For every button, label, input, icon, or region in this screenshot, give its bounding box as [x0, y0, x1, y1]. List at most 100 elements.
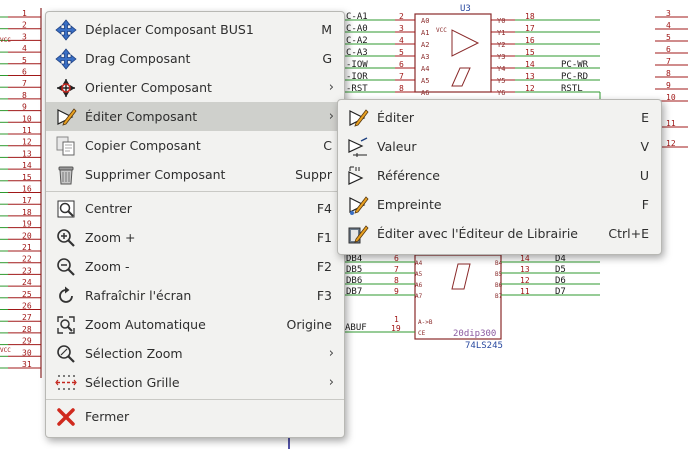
- connector-pin-number: 12: [22, 138, 32, 147]
- net-label: D7: [555, 287, 566, 297]
- menu-item-delete-component[interactable]: Supprimer Composant Suppr: [46, 160, 344, 189]
- close-icon: [55, 406, 77, 428]
- value-icon: [347, 136, 369, 158]
- submenu-arrow-icon: ›: [328, 80, 334, 95]
- menu-separator: [46, 191, 344, 192]
- menu-item-shortcut: F4: [316, 201, 332, 216]
- chip-reference: U3: [460, 4, 471, 14]
- menu-item-shortcut: U: [639, 168, 649, 183]
- chip-pin-number: 4: [399, 36, 404, 45]
- chip-pin-name: A6: [415, 282, 423, 289]
- menu-item-label: Zoom +: [85, 230, 136, 245]
- net-label: D5: [555, 265, 566, 275]
- menu-item-move-component[interactable]: Déplacer Composant BUS1 M: [46, 15, 344, 44]
- menu-item-orient-component[interactable]: Orienter Composant ›: [46, 73, 344, 102]
- menu-item-close[interactable]: Fermer: [46, 402, 344, 431]
- menu-item-label: Éditer: [377, 110, 415, 125]
- chip-pin-number: 7: [399, 72, 404, 81]
- chip-pin-number: 16: [525, 36, 535, 45]
- zoom-fit-icon: [55, 314, 77, 336]
- submenu-item-edit[interactable]: Éditer E: [338, 103, 661, 132]
- connector-pin-number: 5: [22, 56, 27, 65]
- menu-item-drag-component[interactable]: Drag Composant G: [46, 44, 344, 73]
- menu-item-label: Zoom Automatique: [85, 317, 206, 332]
- context-menu: Déplacer Composant BUS1 M Drag Composant…: [45, 11, 345, 438]
- connector-pin-number: 3: [22, 32, 27, 41]
- submenu-item-reference[interactable]: Référence U: [338, 161, 661, 190]
- connector-pin-number: 27: [22, 313, 32, 322]
- chip-pin-number: 14: [525, 60, 535, 69]
- menu-item-zoom-select[interactable]: Sélection Zoom ›: [46, 339, 344, 368]
- net-label-vcc: VCC: [0, 37, 11, 44]
- connector-pin-number: 4: [22, 44, 27, 53]
- menu-item-zoom-auto[interactable]: Zoom Automatique Origine: [46, 310, 344, 339]
- net-label: PC-WR: [561, 60, 589, 70]
- menu-item-label: Valeur: [377, 139, 417, 154]
- chip-pin-name: B6: [495, 282, 503, 289]
- connector-pin-number: 6: [666, 45, 671, 54]
- menu-item-label: Empreinte: [377, 197, 442, 212]
- chip-pin-name: Y5: [497, 77, 505, 85]
- chip-pin-name: Y6: [497, 89, 505, 97]
- chip-pin-name: Y1: [497, 29, 505, 37]
- menu-item-refresh[interactable]: Rafraîchir l'écran F3: [46, 281, 344, 310]
- submenu-item-library-editor[interactable]: Éditer avec l'Éditeur de Librairie Ctrl+…: [338, 219, 661, 248]
- connector-pin-number: 8: [22, 91, 27, 100]
- net-label: C-A1: [346, 12, 368, 22]
- chip-pin-name: B7: [495, 293, 503, 300]
- chip-pin-number: 1: [394, 315, 399, 324]
- menu-item-zoom-out[interactable]: Zoom - F2: [46, 252, 344, 281]
- menu-item-shortcut: F: [641, 197, 649, 212]
- menu-item-copy-component[interactable]: Copier Composant C: [46, 131, 344, 160]
- submenu-arrow-icon: ›: [328, 109, 334, 124]
- menu-item-shortcut: V: [640, 139, 649, 154]
- submenu-arrow-icon: ›: [328, 375, 334, 390]
- submenu-item-footprint[interactable]: Empreinte F: [338, 190, 661, 219]
- net-label: -IOR: [346, 72, 368, 82]
- chip-hysteresis-symbol: [451, 67, 471, 87]
- connector-pin-number: 2: [22, 21, 27, 30]
- refresh-icon: [55, 285, 77, 307]
- net-label: C-A0: [346, 24, 368, 34]
- edit-component-submenu: Éditer E Valeur V Référence U Empreinte …: [337, 99, 662, 255]
- chip-pin-number: 15: [525, 48, 535, 57]
- menu-item-grid-select[interactable]: Sélection Grille ›: [46, 368, 344, 397]
- chip-u3-body-top: [414, 13, 492, 93]
- chip-pin-name: Y3: [497, 53, 505, 61]
- menu-item-label: Centrer: [85, 201, 132, 216]
- menu-item-shortcut: F1: [316, 230, 332, 245]
- connector-pin-number: 10: [666, 93, 676, 102]
- connector-pin-number: 18: [22, 208, 32, 217]
- net-label: DB7: [346, 287, 362, 297]
- chip-pin-name: A4: [421, 65, 429, 73]
- connector-pin-number: 8: [666, 69, 671, 78]
- connector-pin-number: 9: [22, 103, 27, 112]
- chip-pin-number: 17: [525, 24, 535, 33]
- menu-item-shortcut: Origine: [286, 317, 332, 332]
- net-label: -RST: [346, 84, 368, 94]
- connector-pin-number: 15: [22, 173, 32, 182]
- menu-item-label: Copier Composant: [85, 138, 201, 153]
- chip-pin-name: A1: [421, 29, 429, 37]
- net-label: DB4: [346, 254, 362, 264]
- menu-item-label: Fermer: [85, 409, 130, 424]
- net-label-vcc: VCC: [0, 347, 11, 354]
- menu-item-edit-component[interactable]: Éditer Composant ›: [46, 102, 344, 131]
- connector-pin-number: 13: [22, 149, 32, 158]
- center-icon: [55, 198, 77, 220]
- chip-pin-number: 7: [394, 265, 399, 274]
- chip-pin-name: A->B: [418, 319, 433, 326]
- reference-icon: [347, 165, 369, 187]
- chip-pin-number: 13: [525, 72, 535, 81]
- submenu-item-value[interactable]: Valeur V: [338, 132, 661, 161]
- menu-item-shortcut: M: [321, 22, 332, 37]
- menu-item-label: Rafraîchir l'écran: [85, 288, 192, 303]
- chip-pin-number: 9: [394, 287, 399, 296]
- connector-pin-number: 28: [22, 325, 32, 334]
- chip-pin-name: A5: [415, 271, 423, 278]
- chip-pin-number: 6: [394, 254, 399, 263]
- menu-item-zoom-in[interactable]: Zoom + F1: [46, 223, 344, 252]
- menu-item-center[interactable]: Centrer F4: [46, 194, 344, 223]
- chip-pin-number: 13: [520, 265, 530, 274]
